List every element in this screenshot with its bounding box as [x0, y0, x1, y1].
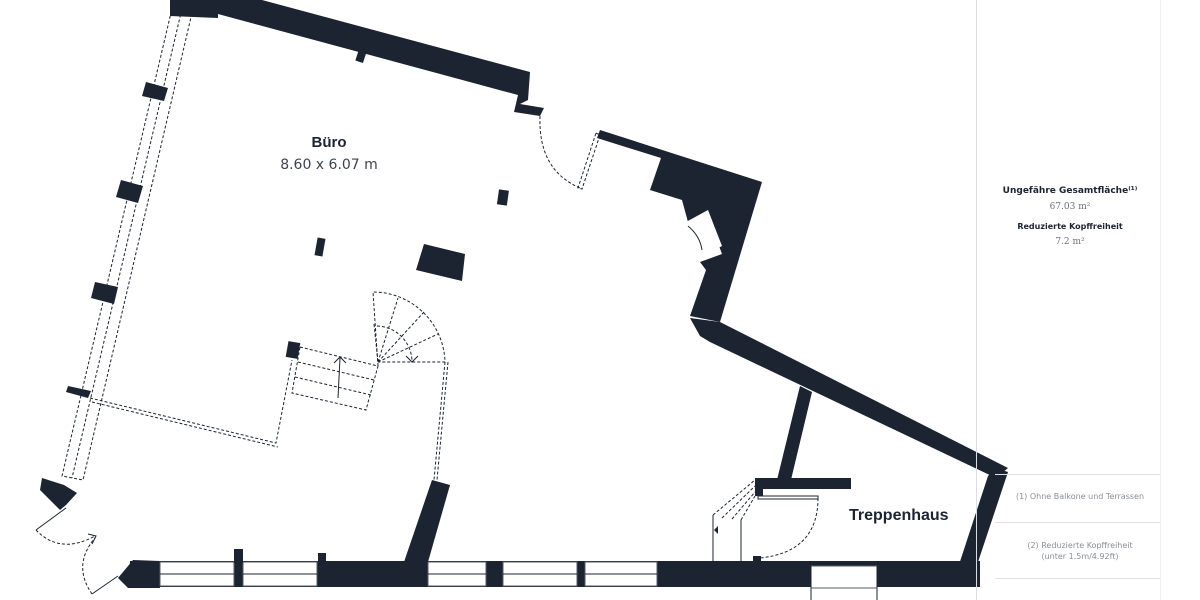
fireplace-opening	[686, 210, 722, 258]
wall-right-upper	[597, 130, 762, 322]
reduced-headroom-value: 7.2 m²	[1055, 237, 1085, 247]
column	[314, 237, 326, 257]
wall-top	[170, 0, 544, 116]
wall-nub	[355, 49, 367, 63]
area-summary: Ungefähre Gesamtfläche⁽¹⁾ 67.03 m² Reduz…	[980, 186, 1160, 247]
column	[285, 341, 301, 359]
pier	[66, 386, 91, 398]
door-swing	[82, 537, 96, 595]
pier	[116, 180, 143, 203]
post	[234, 549, 243, 563]
column	[496, 189, 509, 206]
straight-stair	[291, 346, 379, 411]
wall-treppenhaus-left	[776, 386, 812, 484]
column-large	[416, 244, 465, 281]
door-swing	[539, 115, 581, 189]
footnote-2: (2) Reduzierte Kopffreiheit (unter 1.5m/…	[995, 540, 1165, 562]
room-name: Büro	[311, 134, 347, 151]
total-area-title: Ungefähre Gesamtfläche⁽¹⁾	[1002, 186, 1138, 196]
footnote-divider	[995, 474, 1160, 475]
wall-door-jamb	[755, 478, 763, 496]
wall-diagonal-right	[690, 318, 1008, 478]
entry-door-leaf	[91, 575, 119, 595]
wall-door-jamb	[753, 556, 761, 564]
wall-treppenhaus-right	[952, 468, 1008, 586]
wall-mid-angled	[404, 480, 450, 562]
reduced-headroom-title: Reduzierte Kopffreiheit	[1017, 222, 1123, 231]
room-label-buero: Büro 8.60 x 6.07 m	[269, 134, 389, 173]
spiral-stair	[372, 291, 446, 367]
post	[318, 553, 326, 563]
total-area-value: 67.03 m²	[1049, 202, 1091, 212]
footnote-divider	[995, 522, 1160, 523]
legend-right-divider	[1160, 0, 1161, 600]
wall-treppenhaus-inner	[755, 478, 851, 489]
window	[810, 565, 878, 589]
gallery-edge	[89, 359, 293, 444]
pier	[91, 282, 118, 304]
door-swing	[759, 497, 819, 559]
pier-corner	[40, 478, 77, 510]
door-swing	[35, 529, 96, 545]
entry-door-leaf	[35, 507, 67, 531]
pier	[142, 82, 168, 101]
legend-divider	[976, 0, 977, 600]
footnote-2-line-1: (2) Reduzierte Kopffreiheit	[1027, 541, 1133, 550]
footnote-2-line-2: (unter 1.5m/4.92ft)	[1041, 552, 1119, 561]
wall-bottom-left-end	[118, 560, 160, 588]
window-left	[61, 0, 196, 481]
footnote-1: (1) Ohne Balkone und Terrassen	[1015, 492, 1145, 501]
door-leaf	[577, 132, 601, 190]
gallery-curve	[433, 361, 446, 481]
room-dimensions: 8.60 x 6.07 m	[280, 157, 378, 173]
room-label-treppenhaus: Treppenhaus	[849, 507, 949, 524]
footnote-divider	[995, 578, 1160, 579]
door-treppenhaus-frame	[757, 495, 819, 500]
